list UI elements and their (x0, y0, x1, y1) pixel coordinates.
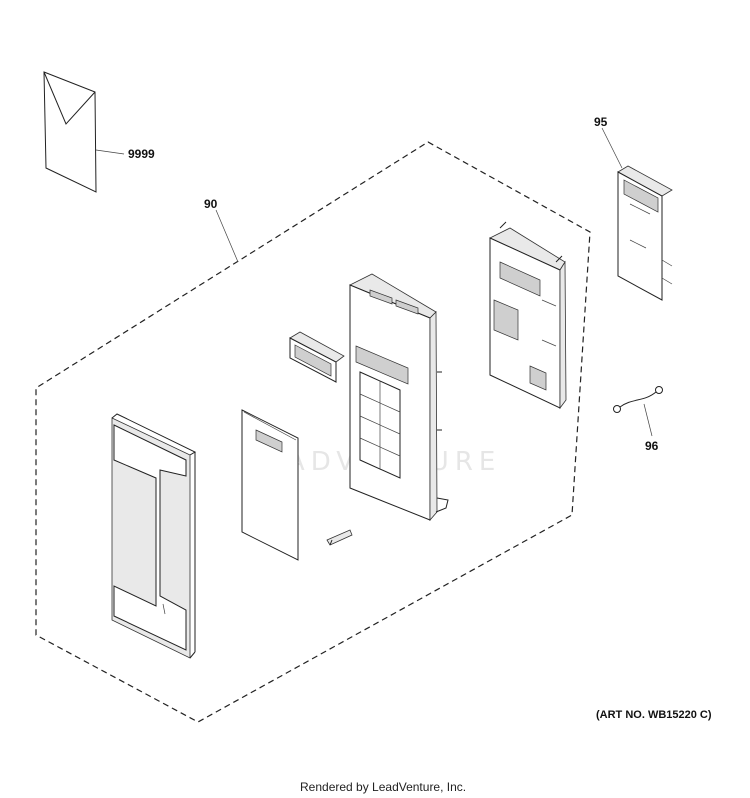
callout-90[interactable]: 90 (204, 197, 218, 211)
display-window-part[interactable] (289, 331, 345, 383)
control-chassis-part[interactable] (489, 221, 567, 410)
latch-part[interactable] (326, 529, 353, 546)
wire-harness-part[interactable] (613, 386, 663, 437)
callout-95-leader (601, 127, 623, 169)
control-board-part[interactable] (617, 165, 673, 301)
control-overlay-part[interactable] (241, 409, 299, 561)
door-frame-part[interactable] (111, 413, 197, 659)
control-panel-frame-part[interactable] (349, 273, 449, 522)
footer-credit: Rendered by LeadVenture, Inc. (300, 780, 466, 794)
callout-96[interactable]: 96 (645, 439, 659, 453)
manual-envelope-part[interactable] (43, 71, 125, 193)
callout-9999[interactable]: 9999 (128, 147, 155, 161)
callout-95[interactable]: 95 (594, 115, 608, 129)
assembly-boundary (35, 141, 591, 723)
callout-90-leader (215, 209, 239, 263)
art-number: (ART NO. WB15220 C) (596, 709, 712, 721)
